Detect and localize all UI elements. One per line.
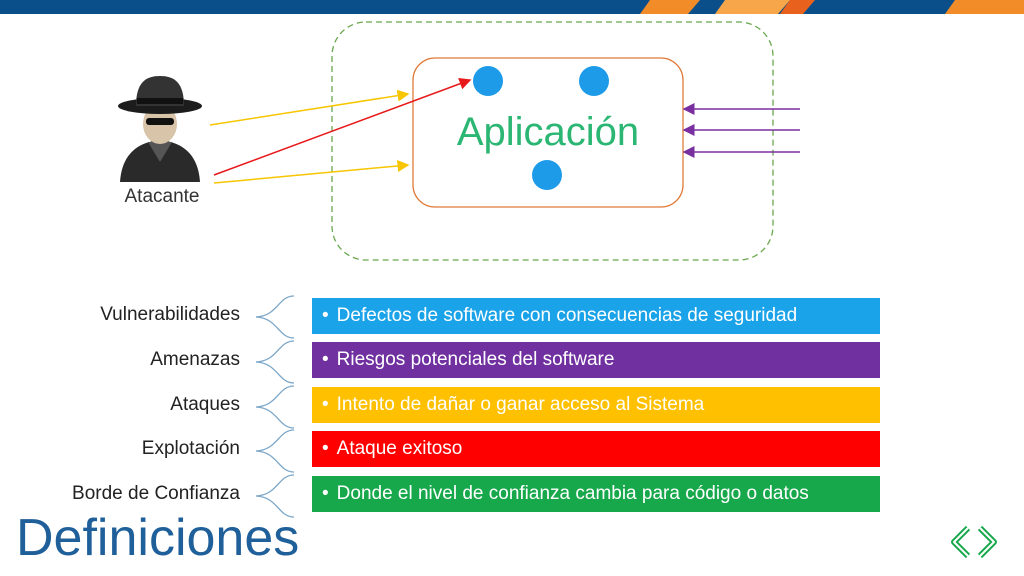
- definition-text: Defectos de software con consecuencias d…: [336, 305, 798, 326]
- definition-bar-threats: • Riesgos potenciales del software: [312, 342, 880, 378]
- entry-point-node: [579, 66, 609, 96]
- header-bar: [0, 0, 1024, 14]
- definition-bar-attacks: • Intento de dañar o ganar acceso al Sist…: [312, 387, 880, 423]
- definition-text: Ataque exitoso: [336, 438, 463, 459]
- spy-icon: [110, 72, 210, 182]
- bullet: •: [322, 305, 329, 326]
- attacker-label: Atacante: [124, 186, 200, 207]
- bullet: •: [322, 349, 329, 370]
- trust-boundary: [331, 21, 774, 261]
- term-threats: Amenazas: [150, 349, 240, 370]
- chevron-left-icon[interactable]: [951, 525, 971, 559]
- brace-connector: [255, 429, 295, 473]
- chevron-right-icon[interactable]: [977, 525, 997, 559]
- definition-bar-vulnerabilities: • Defectos de software con consecuencias …: [312, 298, 880, 334]
- attack-arrow-yellow: [213, 159, 410, 184]
- bullet: •: [322, 394, 329, 415]
- brace-connector: [255, 474, 295, 518]
- definition-text: Riesgos potenciales del software: [336, 349, 615, 370]
- term-exploitation: Explotación: [141, 438, 240, 459]
- brace-connector: [255, 340, 295, 384]
- term-trust-boundary: Borde de Confianza: [72, 483, 240, 504]
- attack-arrow-yellow: [209, 89, 410, 126]
- bullet: •: [322, 438, 329, 459]
- term-attacks: Ataques: [170, 394, 240, 415]
- definition-bar-trust-boundary: • Donde el nivel de confianza cambia para…: [312, 476, 880, 512]
- slide-title: Definiciones: [16, 509, 300, 567]
- entry-point-node: [532, 160, 562, 190]
- term-vulnerabilities: Vulnerabilidades: [100, 304, 240, 325]
- brace-connector: [255, 295, 295, 339]
- definition-text: Donde el nivel de confianza cambia para …: [336, 483, 809, 504]
- attack-diagram: [209, 21, 800, 261]
- header-decoration: [640, 0, 1024, 14]
- application-label: Aplicación: [456, 110, 640, 154]
- entry-point-node: [473, 66, 503, 96]
- slide-nav: [951, 525, 997, 559]
- bullet: •: [322, 483, 329, 504]
- attack-arrow-red: [213, 78, 472, 176]
- definition-bar-exploitation: • Ataque exitoso: [312, 431, 880, 467]
- brace-connector: [255, 385, 295, 429]
- definition-text: Intento de dañar o ganar acceso al Siste…: [336, 394, 705, 415]
